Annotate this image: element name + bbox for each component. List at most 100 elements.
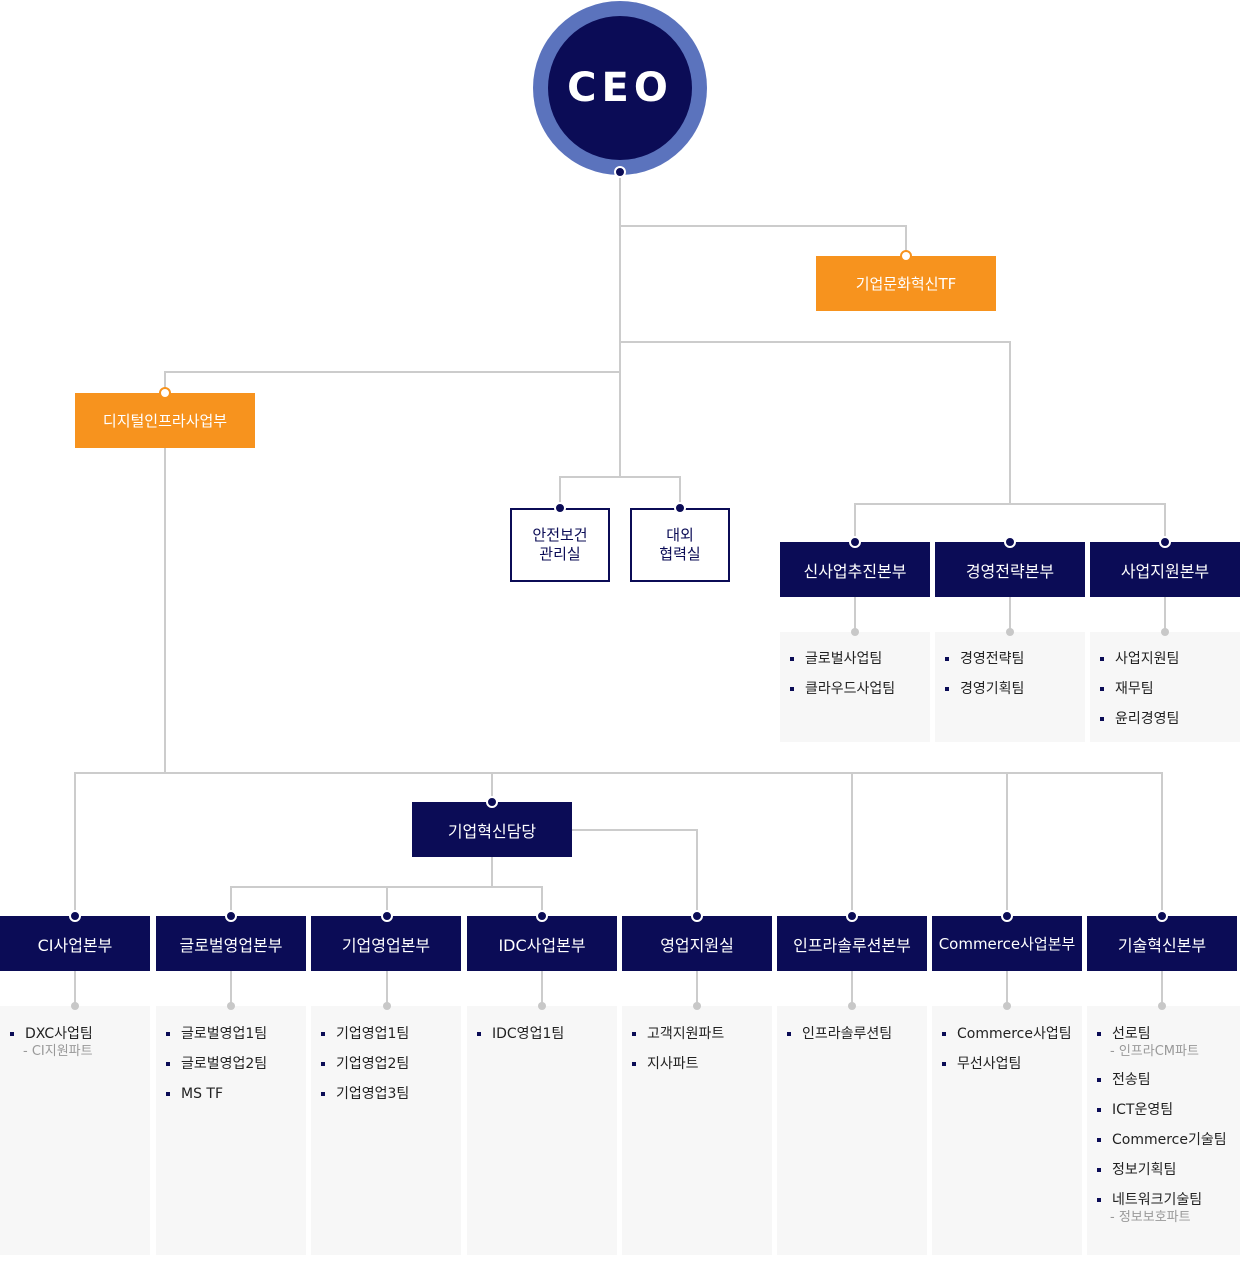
connector-dot (71, 1002, 79, 1010)
connector-dot (1001, 910, 1013, 922)
tech-innovation-division-box[interactable]: 기술혁신본부 (1087, 916, 1237, 971)
team-item: 전송팀 (1097, 1070, 1227, 1090)
team-item: 사업지원팀 (1100, 649, 1179, 669)
ceo-node[interactable]: CEO (548, 16, 692, 160)
team-item: 클라우드사업팀 (790, 679, 895, 699)
connector-dot (1003, 1002, 1011, 1010)
team-name: 기업영업1팀 (336, 1026, 410, 1042)
team-name: 재무팀 (1115, 681, 1154, 697)
team-item: 기업영업2팀 (321, 1054, 409, 1074)
connector-dot (846, 910, 858, 922)
management-strategy-division-box[interactable]: 경영전략본부 (935, 542, 1085, 597)
digital-infra-division-box[interactable]: 디지털인프라사업부 (75, 393, 255, 448)
ci-division-box[interactable]: CI사업본부 (0, 916, 150, 971)
team-name: 기업영업3팀 (336, 1086, 410, 1102)
connector-dot (691, 910, 703, 922)
business-support-division-box[interactable]: 사업지원본부 (1090, 542, 1240, 597)
team-item: 재무팀 (1100, 679, 1179, 699)
connector-dot (674, 502, 686, 514)
team-name: 클라우드사업팀 (805, 681, 896, 697)
team-name: 윤리경영팀 (1115, 711, 1180, 727)
safety-health-office-box[interactable]: 안전보건 관리실 (510, 508, 610, 582)
team-item: IDC영업1팀 (477, 1024, 564, 1044)
sales-support-office-box[interactable]: 영업지원실 (622, 916, 772, 971)
team-item: Commerce사업팀 (942, 1024, 1072, 1044)
team-item: 글로벌영업1팀 (166, 1024, 267, 1044)
team-item: 지사파트 (632, 1054, 724, 1074)
enterprise-sales-division-box[interactable]: 기업영업본부 (311, 916, 461, 971)
new-business-division-box[interactable]: 신사업추진본부 (780, 542, 930, 597)
team-name: 네트워크기술팀 (1112, 1192, 1203, 1208)
team-item: 고객지원파트 (632, 1024, 724, 1044)
connector-dot (381, 910, 393, 922)
connector-dot (1158, 1002, 1166, 1010)
team-item: MS TF (166, 1084, 267, 1104)
team-item: 인프라솔루션팀 (787, 1024, 892, 1044)
infra-solution-division-box[interactable]: 인프라솔루션본부 (777, 916, 927, 971)
connector-dot (848, 1002, 856, 1010)
connector-dot (693, 1002, 701, 1010)
team-name: Commerce기술팀 (1112, 1132, 1227, 1148)
team-name: 전송팀 (1112, 1072, 1151, 1088)
team-name: 사업지원팀 (1115, 651, 1180, 667)
team-name: 선로팀 (1112, 1026, 1151, 1042)
connector-dot (383, 1002, 391, 1010)
connector-dot (1161, 628, 1169, 636)
team-item: DXC사업팀 - CI지원파트 (10, 1024, 93, 1060)
connector-dot (227, 1002, 235, 1010)
team-item: 선로팀 - 인프라CM파트 (1097, 1024, 1227, 1060)
team-name: IDC영업1팀 (492, 1026, 565, 1042)
connector-dot (849, 536, 861, 548)
team-item: 기업영업1팀 (321, 1024, 409, 1044)
team-item: 글로벌영업2팀 (166, 1054, 267, 1074)
team-list: 인프라솔루션팀 (787, 1024, 892, 1054)
global-sales-division-box[interactable]: 글로벌영업본부 (156, 916, 306, 971)
external-cooperation-office-box[interactable]: 대외 협력실 (630, 508, 730, 582)
connector-dot (225, 910, 237, 922)
team-name: 글로벌사업팀 (805, 651, 883, 667)
team-name: 고객지원파트 (647, 1026, 725, 1042)
connector-dot (1159, 536, 1171, 548)
connector-dot (159, 387, 171, 399)
idc-division-box[interactable]: IDC사업본부 (467, 916, 617, 971)
corporate-culture-tf-box[interactable]: 기업문화혁신TF (816, 256, 996, 311)
team-item: 윤리경영팀 (1100, 709, 1179, 729)
connector-dot (554, 502, 566, 514)
commerce-division-box[interactable]: Commerce사업본부 (932, 916, 1082, 971)
team-item: ICT운영팀 (1097, 1100, 1227, 1120)
innovation-officer-box[interactable]: 기업혁신담당 (412, 802, 572, 857)
connector-dot (900, 250, 912, 262)
connector-dot (486, 796, 498, 808)
team-name: ICT운영팀 (1112, 1102, 1174, 1118)
team-item: 기업영업3팀 (321, 1084, 409, 1104)
connector-dot (538, 1002, 546, 1010)
team-item: 경영기획팀 (945, 679, 1024, 699)
infra-solution-team-panel: 인프라솔루션팀 (777, 1006, 927, 1255)
team-name: 경영전략팀 (960, 651, 1025, 667)
idc-team-panel: IDC영업1팀 (467, 1006, 617, 1255)
safety-line-1: 안전보건 (532, 526, 588, 544)
connector-dot (69, 910, 81, 922)
team-item: 경영전략팀 (945, 649, 1024, 669)
external-line-1: 대외 (666, 526, 694, 544)
team-item: 네트워크기술팀- 정보보호파트 (1097, 1190, 1227, 1226)
team-name: DXC사업팀 (25, 1026, 93, 1042)
connector-dot (851, 628, 859, 636)
team-name: 무선사업팀 (957, 1056, 1022, 1072)
team-list: DXC사업팀 - CI지원파트 (10, 1024, 93, 1070)
team-name: 정보기획팀 (1112, 1162, 1177, 1178)
sub-part-name: - 인프라CM파트 (1110, 1044, 1199, 1059)
sub-part-name: - CI지원파트 (23, 1044, 93, 1059)
